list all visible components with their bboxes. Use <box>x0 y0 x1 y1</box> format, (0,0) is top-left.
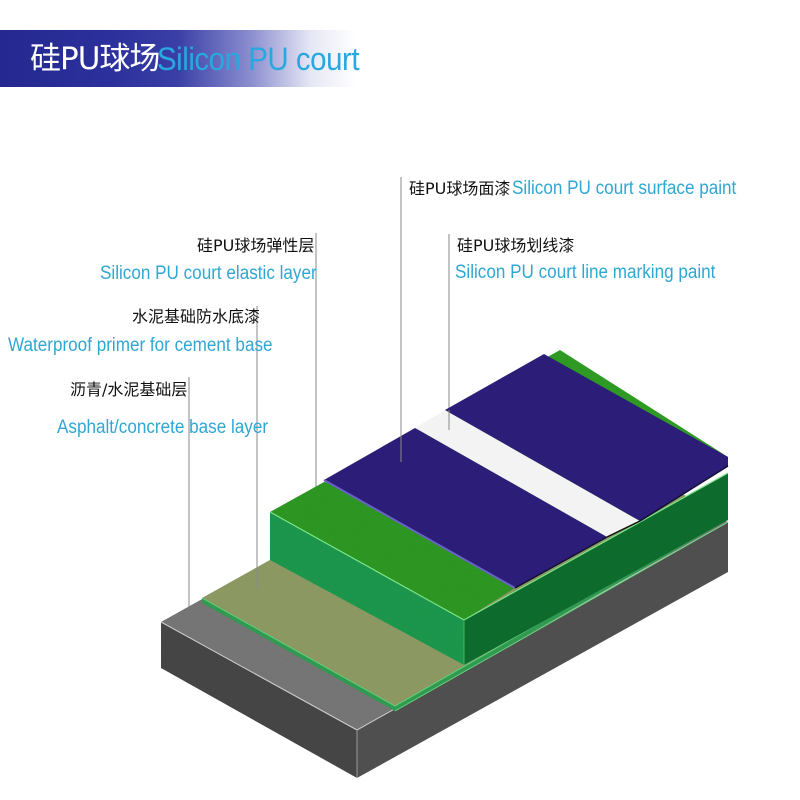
label-primer-cn: 水泥基础防水底漆 <box>132 307 261 326</box>
label-primer-en: Waterproof primer for cement base <box>8 335 273 356</box>
label-elastic-en: Silicon PU court elastic layer <box>100 263 317 284</box>
surface-layer <box>323 354 729 589</box>
surface-paint-front <box>324 428 607 588</box>
label-line-marking-cn: 硅PU球场划线漆 <box>457 236 575 255</box>
label-base-layer-en: Asphalt/concrete base layer <box>57 417 269 438</box>
label-surface-paint-cn: 硅PU球场面漆 <box>409 179 511 198</box>
base-layer-front-left <box>161 622 357 778</box>
surface-paint-back <box>445 354 728 521</box>
base-layer-front-right <box>357 522 728 778</box>
elastic-front-left <box>270 512 464 665</box>
title-banner <box>0 30 370 87</box>
line-marking-stripe <box>415 410 640 537</box>
label-line-marking-en: Silicon PU court line marking paint <box>455 262 716 283</box>
elastic-top <box>270 482 607 620</box>
callout-lines <box>188 177 450 612</box>
title-chinese: 硅PU球场 <box>30 41 160 77</box>
title-english: Silicon PU court <box>157 41 360 77</box>
label-base-layer-cn: 沥青/水泥基础层 <box>70 380 188 399</box>
label-surface-paint-en: Silicon PU court surface paint <box>512 178 737 199</box>
label-elastic-cn: 硅PU球场弹性层 <box>197 236 315 255</box>
elastic-front-right <box>464 473 728 665</box>
